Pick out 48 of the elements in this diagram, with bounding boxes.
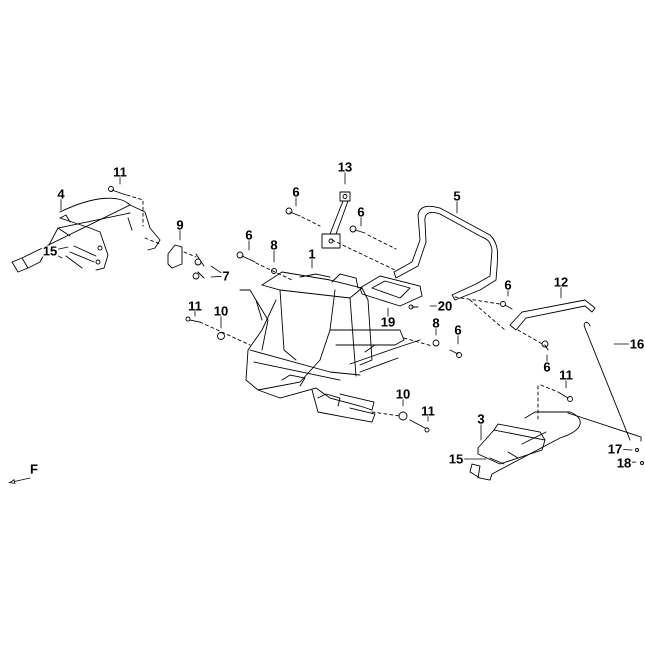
callout-number: 6 — [503, 279, 513, 291]
callout-number: 4 — [56, 188, 66, 200]
callout-number: 6 — [244, 229, 254, 241]
callout-number: 6 — [356, 206, 366, 218]
leader-line — [456, 201, 458, 214]
callout-number: 12 — [552, 276, 570, 288]
callout-number: 6 — [542, 361, 552, 373]
callout-number: 16 — [628, 338, 645, 350]
callout-number: 9 — [175, 219, 185, 231]
leader-line — [194, 311, 196, 316]
callout-number: 11 — [112, 166, 128, 178]
callout-number: 8 — [269, 239, 279, 251]
callout-number: 19 — [380, 316, 396, 328]
direction-letter: F — [30, 464, 38, 474]
callout-number: 5 — [452, 190, 462, 202]
callout-number: 20 — [436, 300, 454, 312]
leader-line — [480, 424, 482, 440]
leader-line — [248, 240, 250, 250]
callout-number: 18 — [616, 457, 632, 469]
leader-line — [58, 246, 68, 250]
callout-number: 15 — [448, 453, 464, 465]
leader-line — [623, 449, 632, 450]
callout-number: 3 — [476, 413, 486, 425]
leader-line — [360, 217, 362, 226]
callout-number: 8 — [431, 317, 441, 329]
callout-number: 10 — [394, 388, 412, 400]
leader-line — [546, 354, 548, 362]
callout-number: 11 — [187, 300, 203, 312]
callout-number: 15 — [42, 245, 58, 257]
leader-line — [344, 172, 346, 184]
callout-number: 17 — [606, 444, 624, 454]
callout-number: 10 — [212, 305, 230, 317]
leader-line — [632, 462, 636, 463]
callout-number: 1 — [307, 248, 317, 260]
leader-line — [220, 316, 222, 328]
callout-number: 13 — [336, 161, 354, 173]
callout-number: 11 — [558, 370, 574, 380]
leader-line — [58, 256, 62, 258]
callout-number: 6 — [291, 186, 301, 198]
callout-number: 7 — [221, 270, 231, 282]
leader-line — [210, 276, 222, 278]
leader-line — [560, 287, 562, 298]
callout-number: 6 — [453, 324, 463, 336]
leader-line — [210, 266, 222, 274]
leader-line — [464, 458, 486, 460]
leader-line — [60, 199, 62, 210]
leader-line — [402, 399, 404, 406]
callout-number: 11 — [420, 406, 436, 416]
